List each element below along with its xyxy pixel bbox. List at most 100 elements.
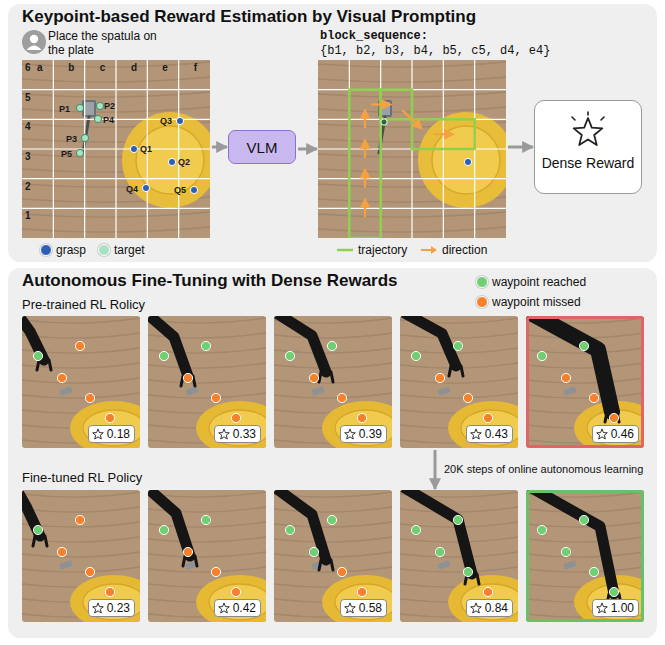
grid-coordinate: 3 (25, 151, 31, 162)
robot-frame: 0.18 (22, 316, 140, 448)
legend-item: grasp (40, 243, 86, 257)
reward-value: 0.42 (233, 601, 256, 615)
flow-arrow (434, 450, 437, 489)
keypoint-label: P2 (104, 101, 115, 111)
reward-value: 0.58 (359, 601, 382, 615)
star-icon (344, 428, 356, 440)
reward-label: Dense Reward (541, 155, 635, 172)
keypoint-label: P4 (103, 115, 114, 125)
robot-frame: 0.23 (22, 490, 140, 622)
keypoint-label: Q2 (178, 157, 190, 167)
reward-value: 0.18 (107, 427, 130, 441)
flow-arrow (212, 146, 227, 149)
trajectory-image (318, 60, 506, 238)
grid-coordinate: a (37, 62, 43, 73)
row-label: Fine-tuned RL Policy (22, 470, 142, 486)
reward-badge: 0.23 (88, 599, 135, 617)
grid-coordinate: b (68, 62, 74, 73)
star-icon (596, 602, 608, 614)
robot-frame: 0.42 (148, 490, 266, 622)
robot-frame: 0.58 (274, 490, 392, 622)
keypoint-label: P5 (61, 149, 72, 159)
keypoint-label: Q4 (126, 184, 138, 194)
legend-line-sample (336, 245, 354, 255)
legend-swatch (40, 244, 52, 256)
legend-item: target (98, 243, 145, 257)
legend-arrow-sample (420, 245, 438, 255)
reward-value: 0.46 (611, 427, 634, 441)
star-icon (344, 602, 356, 614)
user-icon (22, 30, 46, 54)
grid-coordinate: d (131, 62, 137, 73)
scene-image: Place the spatula on the plate654321abcd… (22, 60, 210, 238)
grid-coordinate: 5 (25, 92, 31, 103)
reward-value: 0.39 (359, 427, 382, 441)
grid-coordinate: e (162, 62, 168, 73)
legend-swatch (98, 244, 110, 256)
reward-badge: 0.43 (466, 425, 513, 443)
keypoint-label: P3 (66, 134, 77, 144)
robot-frame: 0.84 (400, 490, 518, 622)
flow-arrow (508, 146, 533, 149)
legend-text: waypoint reached (492, 275, 586, 289)
row-label: Pre-trained RL Rolicy (22, 297, 145, 313)
reward-badge: 0.42 (214, 599, 261, 617)
panel-title: Keypoint-based Reward Estimation by Visu… (22, 7, 476, 27)
trajectory-image-box: block_sequence:{b1, b2, b3, b4, b5, c5, … (318, 60, 506, 238)
legend-text: waypoint missed (492, 295, 581, 309)
star-icon (470, 428, 482, 440)
reward-badge: 0.58 (340, 599, 387, 617)
legend-item: waypoint reached (476, 275, 586, 289)
reward-value: 0.23 (107, 601, 130, 615)
robot-frame: 0.43 (400, 316, 518, 448)
keypoint-label: Q1 (140, 144, 152, 154)
reward-badge: 1.00 (592, 599, 639, 617)
reward-badge: 0.18 (88, 425, 135, 443)
star-icon (470, 602, 482, 614)
robot-frame: 1.00 (526, 490, 644, 622)
model-box: VLM (228, 130, 296, 164)
edge-label: 20K steps of online autonomous learning (444, 463, 643, 476)
legend-text: target (114, 243, 145, 257)
grid-coordinate: 4 (25, 121, 31, 132)
keypoint-label: Q3 (160, 116, 172, 126)
reward-value: 0.33 (233, 427, 256, 441)
star-icon (596, 428, 608, 440)
code-sequence: {b1, b2, b3, b4, b5, c5, d4, e4} (320, 44, 550, 58)
grid-coordinate: 6 (25, 62, 31, 73)
reward-box: Dense Reward (534, 100, 642, 194)
keypoint-label: P1 (59, 104, 70, 114)
grid-coordinate: c (100, 62, 106, 73)
robot-frame: 0.39 (274, 316, 392, 448)
scene-grid-image (22, 60, 210, 238)
robot-frame: 0.33 (148, 316, 266, 448)
legend-item: trajectory (336, 243, 407, 257)
star-icon (92, 428, 104, 440)
legend-item: direction (420, 243, 487, 257)
panel-title: Autonomous Fine-Tuning with Dense Reward… (22, 271, 398, 291)
keypoint-label: Q5 (174, 185, 186, 195)
panel: Autonomous Fine-Tuning with Dense Reward… (8, 268, 657, 638)
reward-value: 1.00 (611, 601, 634, 615)
legend-text: trajectory (358, 243, 407, 257)
legend-item: waypoint missed (476, 295, 581, 309)
reward-badge: 0.84 (466, 599, 513, 617)
flow-arrow (298, 148, 317, 151)
panel: Keypoint-based Reward Estimation by Visu… (8, 4, 657, 262)
instruction-text: Place the spatula on the plate (48, 29, 173, 57)
legend-text: grasp (56, 243, 86, 257)
legend-swatch (476, 296, 488, 308)
reward-badge: 0.33 (214, 425, 261, 443)
star-icon (92, 602, 104, 614)
legend-text: direction (442, 243, 487, 257)
grid-coordinate: 1 (25, 210, 31, 221)
reward-value: 0.84 (485, 601, 508, 615)
grid-coordinate: 2 (25, 181, 31, 192)
code-heading: block_sequence: (320, 29, 428, 43)
reward-badge: 0.46 (592, 425, 639, 443)
model-name: VLM (247, 139, 278, 156)
grid-coordinate: f (194, 62, 197, 73)
robot-frame: 0.46 (526, 316, 644, 448)
star-icon (218, 602, 230, 614)
